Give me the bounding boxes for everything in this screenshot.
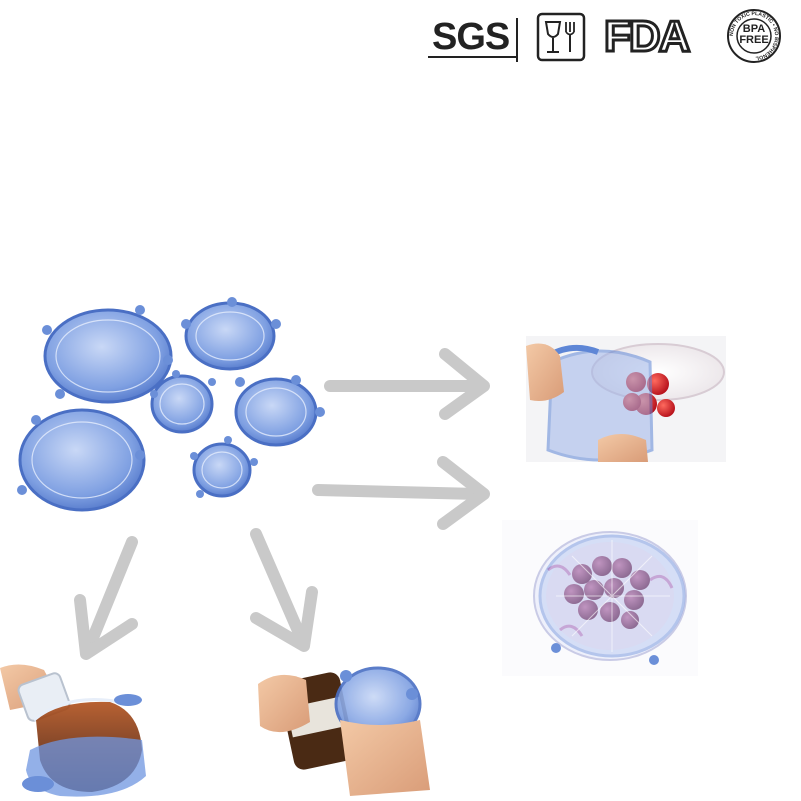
glass-tea-photo	[0, 664, 146, 797]
lid-large-top	[42, 305, 173, 404]
bpa-line2: FREE	[739, 34, 769, 46]
bpa-center-text: BPA FREE	[726, 24, 782, 46]
sgs-bar	[516, 18, 518, 62]
jar-opener-photo	[258, 666, 430, 796]
fda-logo: FDA	[603, 12, 714, 61]
arrow-to-bowl	[324, 348, 490, 420]
usage-arrows	[74, 348, 490, 660]
sgs-logo: SGS	[428, 14, 518, 62]
bowl-tomatoes-photo	[526, 336, 726, 462]
wine-glass-fork-icon	[536, 12, 586, 62]
lid-small-bottom	[190, 436, 258, 498]
lid-set	[17, 297, 325, 512]
arrow-to-jar	[250, 528, 318, 652]
lid-small-center	[150, 370, 216, 434]
sgs-underline	[428, 56, 518, 58]
sgs-text: SGS	[432, 16, 510, 58]
plate-grapes-photo	[502, 520, 698, 676]
arrow-to-glass	[74, 536, 138, 660]
fda-text: FDA	[603, 12, 692, 61]
bpa-line1: BPA	[742, 23, 766, 35]
lid-large-bottom	[17, 408, 146, 512]
bpa-free-badge: NON TOXIC PLASTIC • NO BISPHENOL BPA FRE…	[726, 8, 782, 64]
lid-medium-right	[234, 375, 325, 447]
lid-medium-top	[181, 297, 281, 371]
arrow-to-plate	[312, 456, 490, 530]
certification-logos: SGS FDA NON TOXIC PLASTIC • NO BISPHENOL	[428, 4, 788, 66]
